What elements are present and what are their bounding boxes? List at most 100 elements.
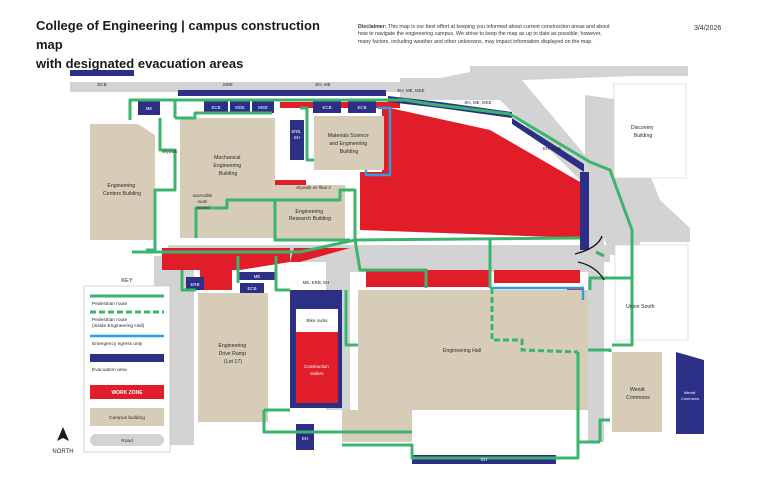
label-ecb-top: ECB <box>97 82 106 87</box>
bike-racks-label: Bike racks <box>306 318 328 323</box>
skywalk-label: skywalk <box>162 149 178 154</box>
work-zone-eh-northeast <box>494 270 580 283</box>
label-eh-me-top: EH, ME <box>315 82 330 87</box>
mechanical-engineering-building <box>180 118 275 238</box>
label-eh-me-mse-2: EH, ME, MSE <box>464 100 491 105</box>
drive-ramp-label: Engineering Drive Ramp (Lot 17) <box>218 343 247 365</box>
label-eh-2: EH <box>481 457 487 462</box>
route-ramp-east <box>274 256 290 292</box>
route-mech-top <box>175 111 272 120</box>
evac-eh-mse <box>512 118 584 172</box>
route-east <box>612 278 634 347</box>
pedestrian-routes <box>128 98 634 460</box>
legend-swatch-building <box>90 408 164 426</box>
skywalk-floor2-label: skywalk on floor 2 <box>296 185 331 190</box>
label-me: ME <box>146 106 153 111</box>
materials-science-building <box>314 116 384 170</box>
label-ecb-2: ECB <box>322 105 331 110</box>
accessible-route-label: accessible route posted <box>193 193 214 210</box>
evac-ecb-3 <box>348 101 376 113</box>
label-eh-me-mse: EH, ME, MSE <box>397 88 424 93</box>
legend-label-evacuation: Evacuation area <box>92 367 127 373</box>
engineering-centers-building <box>90 124 155 240</box>
engineering-hall-annex <box>342 410 412 442</box>
egress-eh <box>490 286 585 300</box>
evac-ecb-top <box>70 70 134 76</box>
pedestrian-routes-inside-eh <box>490 288 579 354</box>
engineering-centers-label: Engineering Centers Building <box>103 183 141 197</box>
legend-label-pedestrian: Pedestrian route <box>92 301 128 307</box>
route-inside-eh <box>490 288 579 354</box>
north-label: NORTH <box>52 449 73 455</box>
legend-title: KEY <box>121 278 133 284</box>
route-central <box>132 236 581 254</box>
page-title: College of Engineering | campus construc… <box>36 16 336 73</box>
label-me-erb-eh: ME, ERB, EH <box>303 280 330 285</box>
evac-ecb-2 <box>313 101 341 113</box>
label-mse-1: MSE <box>235 105 245 110</box>
disclaimer-label: Disclaimer: <box>358 24 387 30</box>
legend-label-work-zone: WORK ZONE <box>111 390 143 396</box>
traffic-arrows <box>574 235 605 281</box>
north-arrow-icon <box>57 427 69 441</box>
evac-east-strip <box>580 172 589 250</box>
route-crossing <box>595 250 605 258</box>
construction-trailers-area <box>296 332 338 403</box>
route-research <box>194 188 357 240</box>
work-zone-main <box>280 102 580 238</box>
work-zone-mse-strip <box>388 102 400 108</box>
label-ecb-3: ECB <box>357 105 366 110</box>
wendt-commons-evac-label: Wendt Commons <box>681 390 699 401</box>
route-research-2 <box>273 200 350 242</box>
discovery-building <box>613 83 687 179</box>
label-erb-eh: ERB, EH <box>292 129 303 140</box>
work-zone-south <box>200 262 232 290</box>
union-south-label: Union South <box>626 304 655 310</box>
legend-label-road: Road <box>121 438 133 444</box>
egress-mse <box>364 106 392 177</box>
bike-racks-area <box>296 309 338 332</box>
evac-ecb-1 <box>204 101 228 113</box>
legend-label-building: Campus building <box>109 415 145 421</box>
engineering-research-label: Engineering Research Building <box>289 209 331 222</box>
route-south <box>262 410 412 434</box>
title-line-2: with designated evacuation areas <box>36 56 244 71</box>
evac-mse-top <box>178 90 278 96</box>
route-eh-north <box>353 239 428 288</box>
arrow-south-icon <box>577 261 605 281</box>
legend-label-inside-eh: Pedestrian route (inside Engineering Hal… <box>92 317 145 329</box>
evac-mse-2 <box>252 101 274 113</box>
label-erb: ERB <box>190 282 199 287</box>
discovery-label: Discovery Building <box>631 125 655 139</box>
legend-swatch-evacuation <box>90 354 164 362</box>
date: 3/4/2026 <box>694 25 722 32</box>
legend: KEY Pedestrian route Pedestrian route (i… <box>83 278 171 453</box>
label-eh-1: EH <box>302 436 308 441</box>
legend-swatch-work-zone <box>90 385 164 399</box>
evac-mse-1 <box>230 101 250 113</box>
label-ecb-1: ECB <box>211 105 220 110</box>
route-union-south <box>588 348 612 352</box>
compass: NORTH <box>52 427 74 455</box>
construction-trailers-label: Construction trailers <box>304 364 330 376</box>
evac-ecb-4 <box>240 283 264 293</box>
disclaimer-text: This map is our best effort at keeping y… <box>358 24 610 45</box>
wendt-commons-label: Wendt Commons <box>626 387 650 401</box>
legend-label-egress: Emergency egress only <box>92 341 143 347</box>
legend-swatch-road <box>90 434 164 446</box>
engineering-drive-ramp <box>198 293 268 422</box>
evac-erb <box>186 277 204 290</box>
route-mse-west <box>300 106 314 162</box>
annotations: skywalk skywalk on floor 2 accessible ro… <box>162 149 331 210</box>
work-zone-eh-north <box>366 270 490 287</box>
route-north <box>130 98 634 290</box>
route-south-2 <box>342 440 600 460</box>
label-mse-2: MSE <box>258 105 268 110</box>
route-skywalk <box>146 118 177 252</box>
disclaimer: Disclaimer: This map is our best effort … <box>358 24 610 46</box>
route-wendt <box>598 418 610 442</box>
route-eh-west <box>344 290 358 347</box>
evac-me <box>138 101 160 115</box>
evac-erb-eh <box>290 120 304 160</box>
